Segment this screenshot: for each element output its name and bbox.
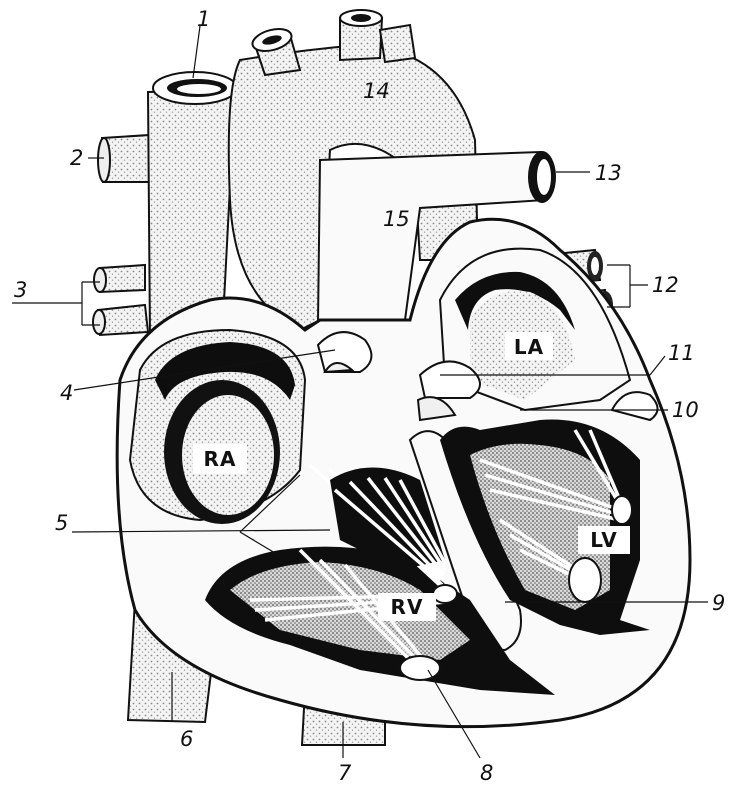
lv-label: LV [590, 528, 617, 552]
label-8: 8 [480, 761, 493, 785]
right-pulmonary-artery [98, 135, 150, 182]
label-2: 2 [70, 146, 83, 170]
label-4: 4 [60, 381, 73, 405]
label-13: 13 [595, 161, 622, 185]
label-10: 10 [672, 398, 699, 422]
rv-label: RV [391, 595, 424, 619]
label-3: 3 [14, 278, 27, 302]
ra-label: RA [204, 447, 237, 471]
la-label: LA [514, 335, 544, 359]
papillary-muscle [400, 656, 440, 680]
label-6: 6 [180, 727, 193, 751]
label-14: 14 [363, 79, 390, 103]
label-1: 1 [197, 7, 210, 31]
pulmonary-valve [318, 332, 371, 372]
label-7: 7 [338, 761, 352, 785]
right-pulmonary-veins [93, 265, 148, 335]
label-11: 11 [668, 341, 695, 365]
label-9: 9 [712, 591, 725, 615]
label-15: 15 [383, 207, 410, 231]
label-12: 12 [652, 273, 679, 297]
label-5: 5 [55, 511, 68, 535]
